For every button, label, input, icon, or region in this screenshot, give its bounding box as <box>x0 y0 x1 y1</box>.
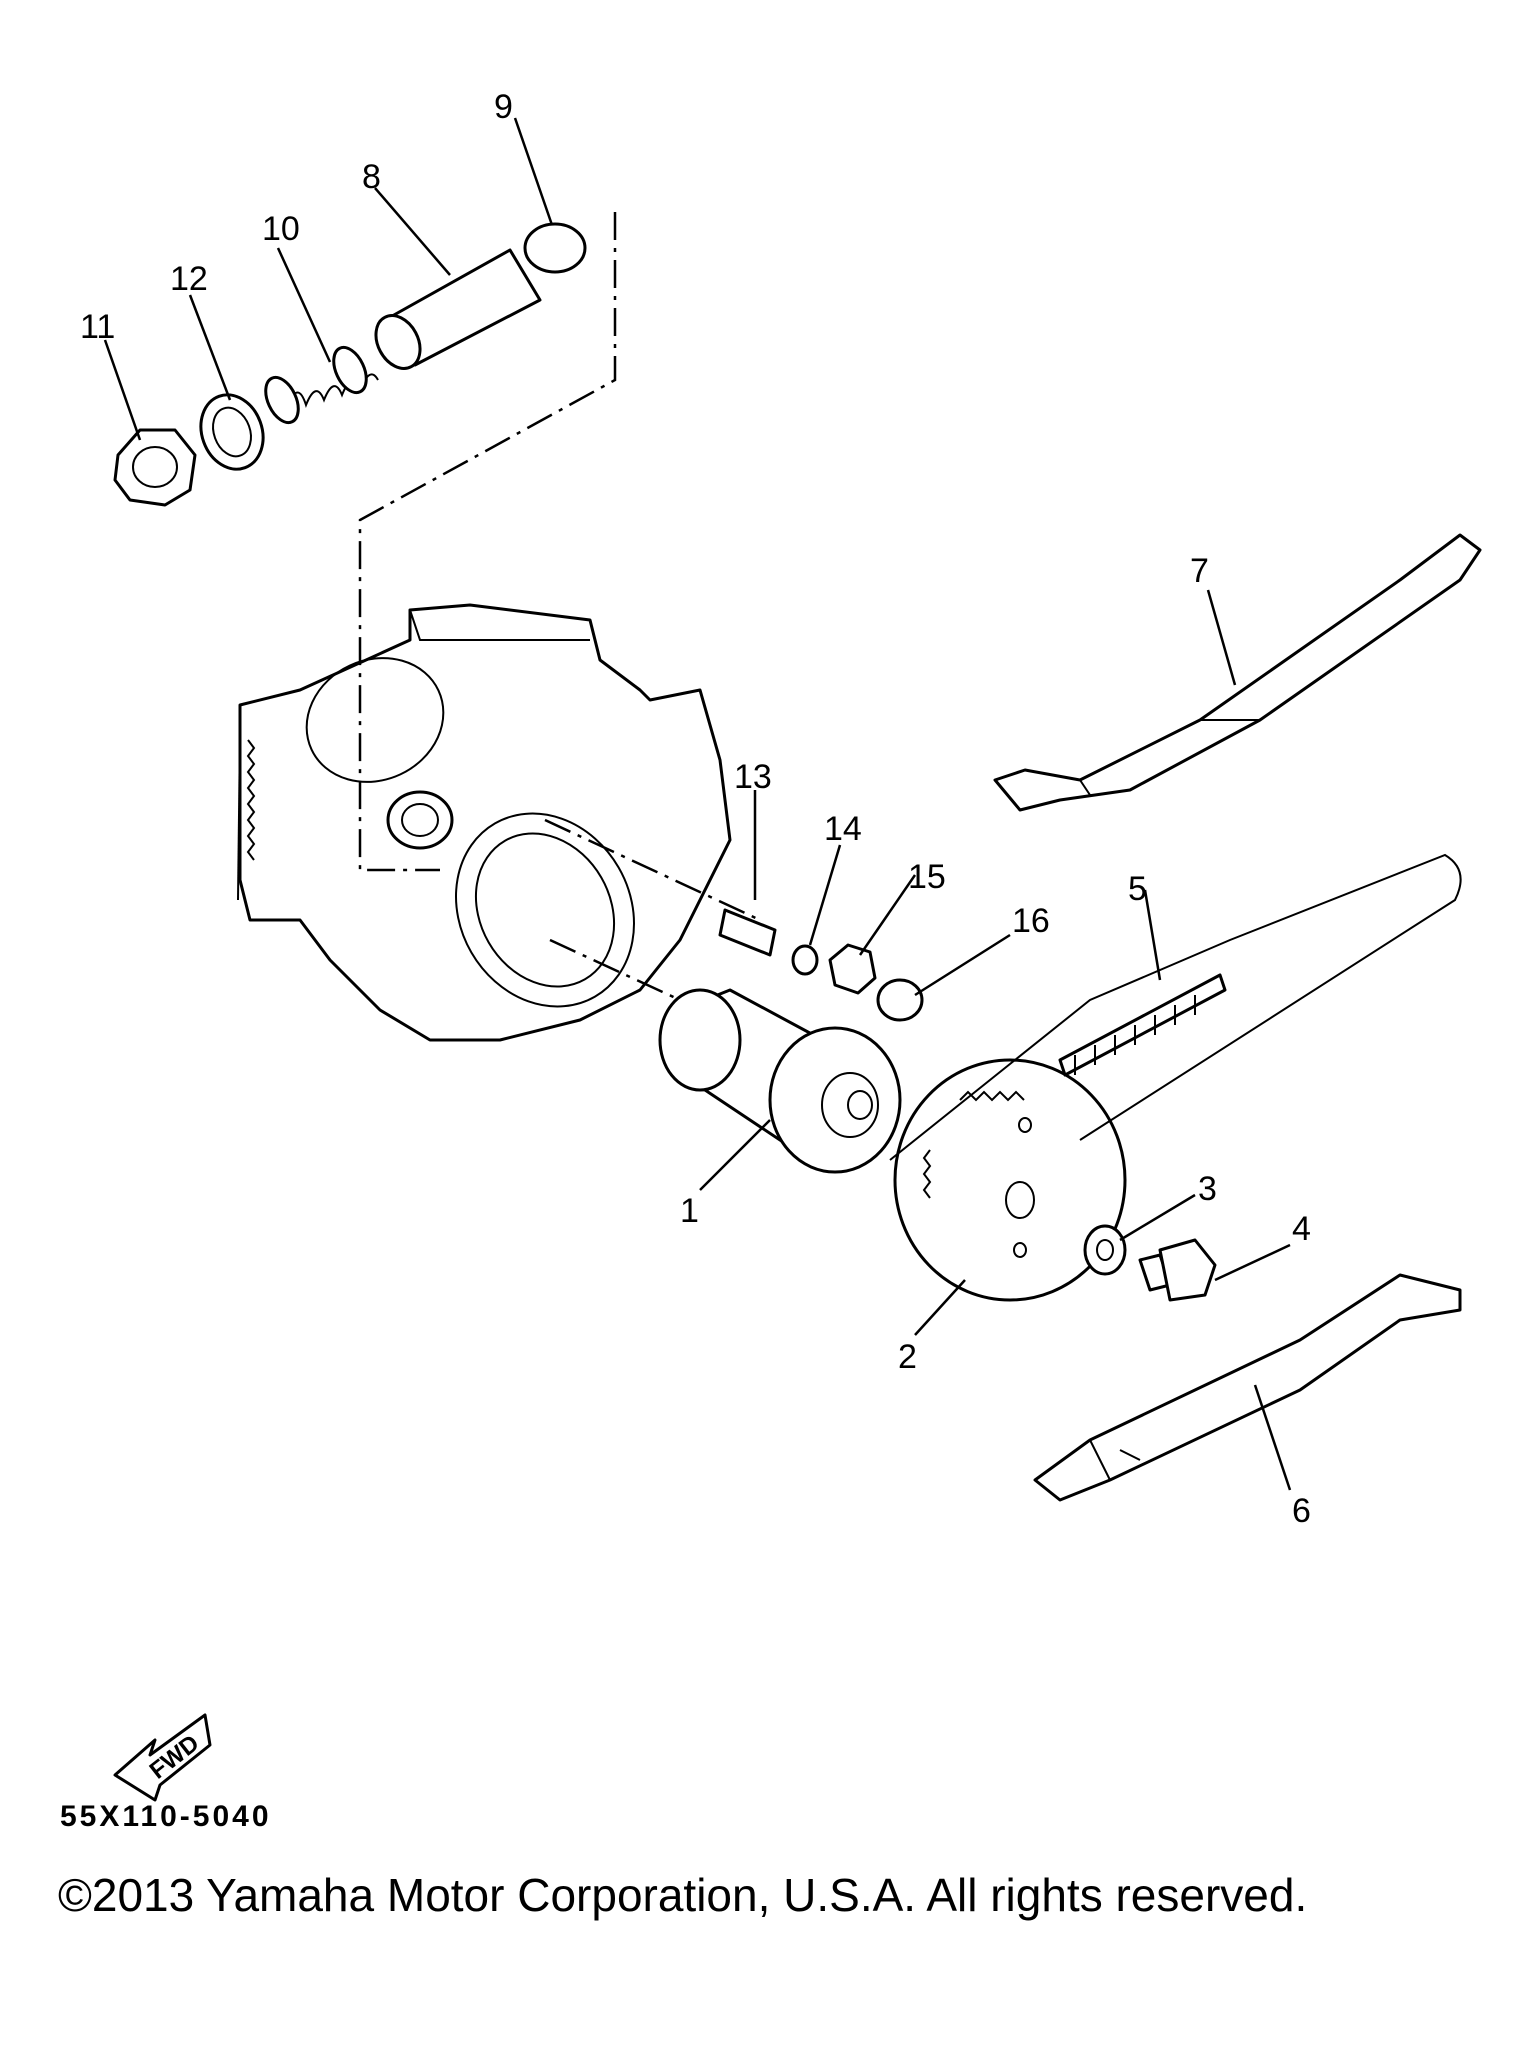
callout-1: 1 <box>680 1192 699 1230</box>
copyright-notice: ©2013 Yamaha Motor Corporation, U.S.A. A… <box>58 1869 1308 1921</box>
o-ring <box>791 944 819 976</box>
sprocket-bolt <box>1138 1238 1217 1302</box>
diagram-code: 55X110-5040 <box>60 1800 272 1833</box>
callout-7: 7 <box>1190 552 1209 590</box>
camshaft <box>658 988 902 1174</box>
cam-chain <box>889 853 1462 1161</box>
reference-line-bolt <box>544 818 761 922</box>
chain-guide-upper <box>993 533 1482 812</box>
callout-13: 13 <box>734 758 772 796</box>
tensioner-spring <box>264 345 379 425</box>
callout-5: 5 <box>1128 870 1147 908</box>
callout-3: 3 <box>1198 1170 1217 1208</box>
gasket <box>199 393 265 471</box>
callout-16: 16 <box>1012 902 1050 940</box>
callout-14: 14 <box>824 810 862 848</box>
cap-bolt <box>113 428 197 507</box>
callout-4: 4 <box>1292 1210 1311 1248</box>
callout-6: 6 <box>1292 1492 1311 1530</box>
leader-lines <box>103 117 1292 1491</box>
chain-damper-lower <box>1033 1273 1462 1502</box>
washer <box>1083 1224 1127 1276</box>
lock-nut <box>828 943 877 995</box>
cap <box>523 222 587 274</box>
callout-12: 12 <box>170 260 208 298</box>
callout-9: 9 <box>494 88 513 126</box>
reference-line-tensioner <box>358 212 617 872</box>
tensioner-body <box>374 248 542 370</box>
callout-8: 8 <box>362 158 381 196</box>
stopper-bolt <box>718 908 777 957</box>
callout-10: 10 <box>262 210 300 248</box>
callout-2: 2 <box>898 1338 917 1376</box>
lock-cap <box>876 978 924 1022</box>
reference-line-camshaft <box>549 938 681 1002</box>
cylinder-head <box>237 603 732 1042</box>
callout-11: 11 <box>80 308 115 346</box>
callout-15: 15 <box>908 858 946 896</box>
cam-sprocket <box>893 1058 1127 1302</box>
fwd-arrow-icon: FWD <box>113 1713 212 1802</box>
